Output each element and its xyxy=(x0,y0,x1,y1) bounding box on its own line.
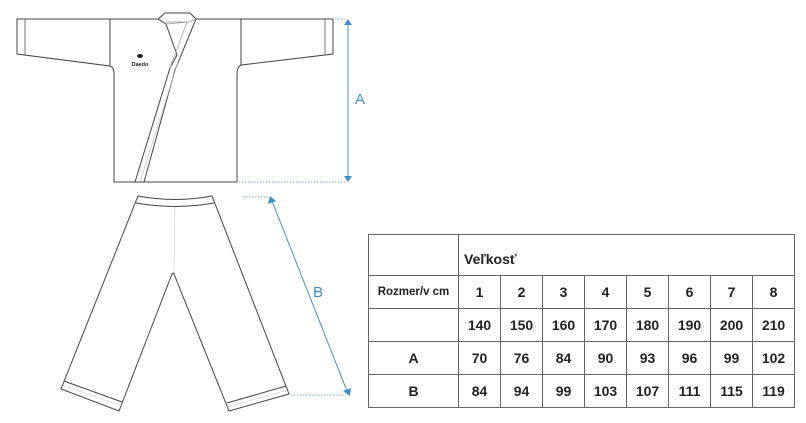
a-value-cell: 99 xyxy=(710,341,753,375)
jacket-right-sleeve xyxy=(240,18,334,66)
height-cell: 190 xyxy=(668,308,711,342)
height-cell: 150 xyxy=(500,308,543,342)
size-table: Veľkosť Rozmer/v cm 1 2 3 4 5 6 7 8 140 … xyxy=(368,234,795,408)
table-corner-cell xyxy=(368,234,459,276)
jacket-body xyxy=(109,18,242,183)
daedo-logo-icon xyxy=(137,54,143,58)
b-value-cell: 103 xyxy=(584,374,627,408)
pants-outline xyxy=(60,195,290,412)
height-cell: 160 xyxy=(542,308,585,342)
size-row-label: Rozmer/v cm xyxy=(368,275,459,309)
a-value-cell: 76 xyxy=(500,341,543,375)
pants-left-cuff xyxy=(63,380,123,403)
arrow-up-left-icon xyxy=(268,196,276,204)
arrow-down-icon xyxy=(344,176,352,182)
b-value-cell: 107 xyxy=(626,374,669,408)
b-value-cell: 115 xyxy=(710,374,753,408)
jacket-drawing xyxy=(16,12,334,183)
height-cell: 140 xyxy=(458,308,501,342)
b-value-cell: 111 xyxy=(668,374,711,408)
a-value-cell: 102 xyxy=(752,341,795,375)
jacket-collar xyxy=(134,12,197,183)
height-cell: 180 xyxy=(626,308,669,342)
pants-drawing xyxy=(60,195,290,412)
jacket-lapel-line xyxy=(169,21,188,69)
arrow-down-right-icon xyxy=(343,388,351,396)
size-cell: 5 xyxy=(626,275,669,309)
height-row-label xyxy=(368,308,459,342)
b-value-cell: 94 xyxy=(500,374,543,408)
dimension-b-label: B xyxy=(313,284,324,301)
pants-center-seam xyxy=(173,206,176,273)
table-title: Veľkosť xyxy=(458,234,795,276)
b-value-cell: 99 xyxy=(542,374,585,408)
table-row-b: B 84 94 99 103 107 111 115 119 xyxy=(368,374,795,408)
size-cell: 3 xyxy=(542,275,585,309)
pants-waistband xyxy=(135,202,215,207)
size-cell: 4 xyxy=(584,275,627,309)
row-b-label: B xyxy=(368,374,459,408)
pants-right-cuff xyxy=(226,385,287,404)
dimension-a xyxy=(239,18,352,183)
size-cell: 1 xyxy=(458,275,501,309)
a-value-cell: 96 xyxy=(668,341,711,375)
a-value-cell: 90 xyxy=(584,341,627,375)
jacket-collar-inner xyxy=(165,18,197,25)
size-cell: 8 xyxy=(752,275,795,309)
arrow-up-icon xyxy=(344,19,352,25)
table-size-row: Rozmer/v cm 1 2 3 4 5 6 7 8 xyxy=(368,275,795,309)
dimension-b xyxy=(243,196,351,396)
table-title-row: Veľkosť xyxy=(368,234,795,276)
table-row-a: A 70 76 84 90 93 96 99 102 xyxy=(368,341,795,375)
height-cell: 210 xyxy=(752,308,795,342)
b-value-cell: 119 xyxy=(752,374,795,408)
jacket-lapel-stitch xyxy=(139,61,179,183)
b-value-cell: 84 xyxy=(458,374,501,408)
a-value-cell: 93 xyxy=(626,341,669,375)
jacket-left-sleeve xyxy=(16,18,111,67)
size-cell: 2 xyxy=(500,275,543,309)
row-a-label: A xyxy=(368,341,459,375)
dimension-a-label: A xyxy=(355,91,366,108)
size-cell: 6 xyxy=(668,275,711,309)
height-cell: 200 xyxy=(710,308,753,342)
size-cell: 7 xyxy=(710,275,753,309)
height-cell: 170 xyxy=(584,308,627,342)
jacket-logo-text: Daedo xyxy=(132,62,149,68)
a-value-cell: 70 xyxy=(458,341,501,375)
table-height-row: 140 150 160 170 180 190 200 210 xyxy=(368,308,795,342)
a-value-cell: 84 xyxy=(542,341,585,375)
